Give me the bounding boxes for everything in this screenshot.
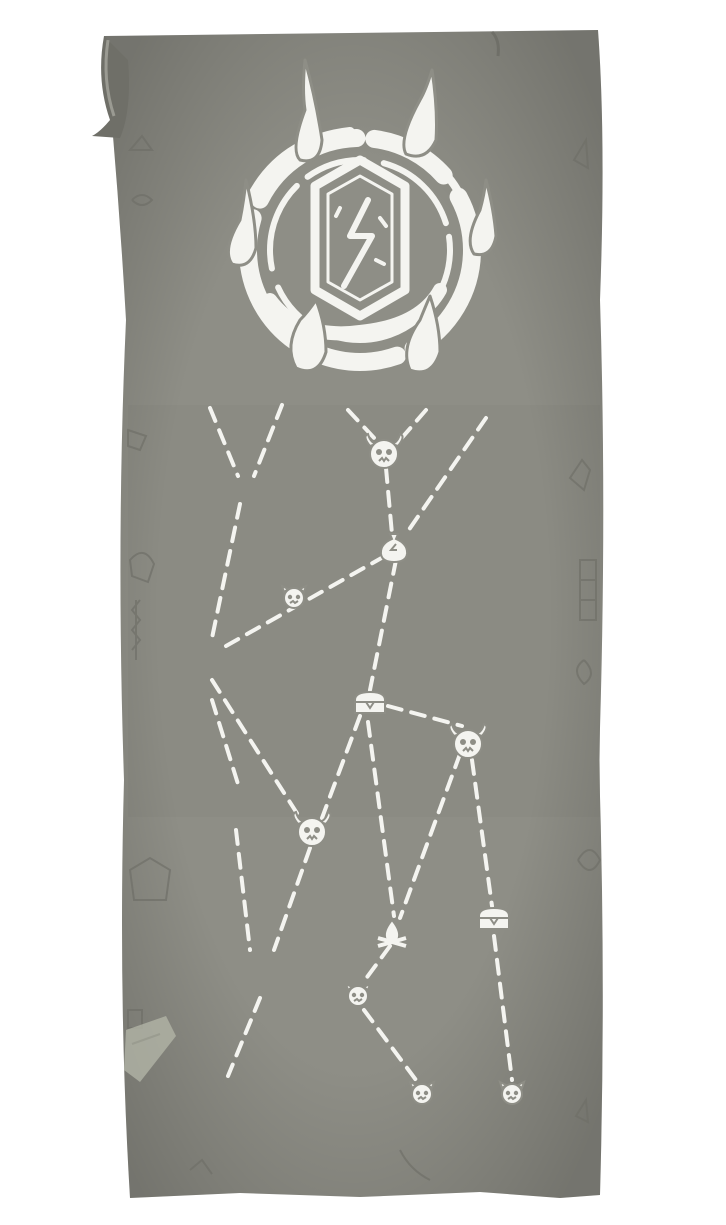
parchment-background	[104, 30, 604, 1198]
elite-monster-icon[interactable]	[292, 810, 332, 847]
monster-icon[interactable]	[280, 584, 308, 609]
boss-emblem-icon[interactable]	[226, 58, 498, 374]
curled-scroll-corner	[92, 30, 500, 138]
treasure-chest-icon[interactable]	[354, 690, 386, 714]
treasure-chest-icon[interactable]	[478, 906, 510, 930]
elite-monster-icon[interactable]	[448, 722, 488, 759]
monster-icon[interactable]	[498, 1080, 526, 1105]
merchant-bag-icon[interactable]	[379, 533, 409, 564]
tape-strip	[124, 1016, 176, 1082]
elite-monster-icon[interactable]	[364, 432, 404, 469]
monster-icon[interactable]	[408, 1080, 436, 1105]
campfire-icon[interactable]	[377, 918, 407, 948]
map-paths	[208, 403, 514, 1082]
monster-icon[interactable]	[344, 982, 372, 1007]
